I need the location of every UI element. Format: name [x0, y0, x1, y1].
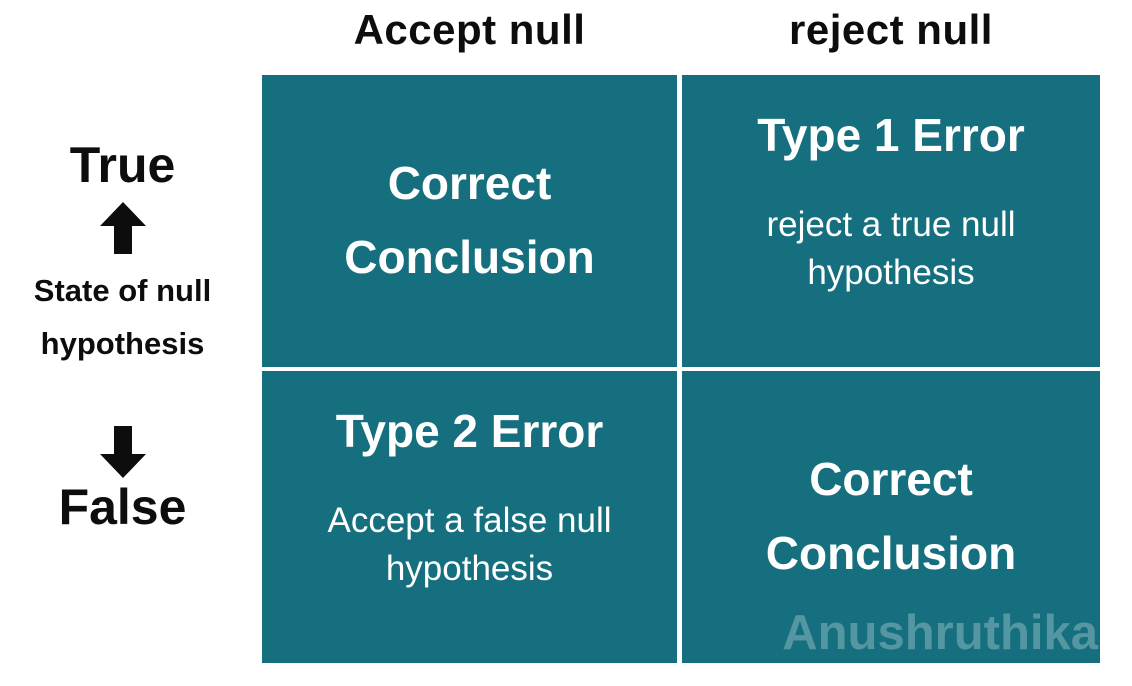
cell-accept-true-correct: Correct Conclusion	[262, 75, 677, 367]
cell-title: Correct Conclusion	[344, 157, 595, 283]
column-header-reject-null: reject null	[789, 6, 993, 53]
row-label-false: False	[58, 479, 187, 535]
cell-reject-true-type1: Type 1 Error reject a true null hypothes…	[682, 75, 1100, 367]
down-arrow-icon	[99, 426, 146, 483]
cell-accept-false-type2: Type 2 Error Accept a false null hypothe…	[262, 371, 677, 663]
confusion-matrix: Correct Conclusion Type 1 Error reject a…	[262, 75, 1100, 663]
row-label-true: True	[69, 137, 176, 193]
row-axis: True State of null hypothesis False	[0, 0, 245, 686]
cell-title: Correct Conclusion	[765, 453, 1017, 579]
column-header-accept-null: Accept null	[353, 6, 586, 53]
cell-subtitle: Accept a false null hypothesis	[327, 500, 612, 588]
axis-title: State of null hypothesis	[33, 273, 212, 361]
cell-title: Type 2 Error	[335, 405, 604, 457]
cell-reject-false-correct: Correct Conclusion Anushruthika	[682, 371, 1100, 663]
watermark: Anushruthika	[782, 606, 1098, 661]
cell-title: Type 1 Error	[757, 109, 1025, 161]
cell-subtitle: reject a true null hypothesis	[766, 204, 1016, 292]
up-arrow-icon	[99, 202, 146, 259]
